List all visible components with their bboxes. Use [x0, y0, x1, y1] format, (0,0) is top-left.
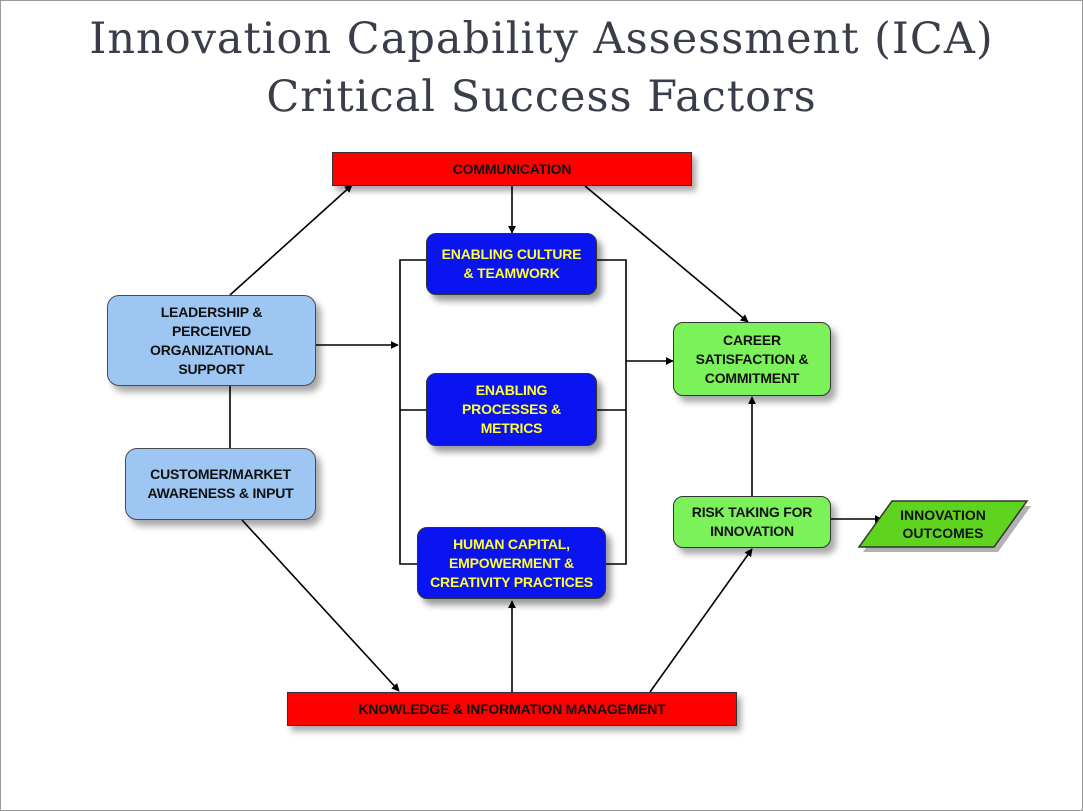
page-title: Innovation Capability Assessment (ICA) C…: [0, 10, 1083, 126]
title-line-2: Critical Success Factors: [266, 72, 817, 122]
career-satisfaction-box: CAREER SATISFACTION & COMMITMENT: [673, 322, 831, 396]
arrow-knowledge-to-risk: [649, 548, 753, 693]
arrow-customer-to-knowledge: [241, 519, 400, 692]
arrow-communication-to-career: [584, 185, 749, 323]
title-line-1: Innovation Capability Assessment (ICA): [89, 14, 994, 64]
arrow-leadership-to-communication: [229, 184, 353, 296]
risk-taking-box: RISK TAKING FOR INNOVATION: [673, 496, 831, 548]
customer-market-box: CUSTOMER/MARKET AWARENESS & INPUT: [125, 448, 316, 520]
right-bracket: [597, 259, 627, 565]
human-capital-box: HUMAN CAPITAL, EMPOWERMENT & CREATIVITY …: [417, 527, 606, 599]
leadership-box: LEADERSHIP & PERCEIVED ORGANIZATIONAL SU…: [107, 295, 316, 386]
left-bracket: [399, 259, 427, 565]
parallelogram-shape: [857, 500, 1031, 552]
enabling-culture-box: ENABLING CULTURE & TEAMWORK: [426, 233, 597, 295]
enabling-processes-box: ENABLING PROCESSES & METRICS: [426, 373, 597, 446]
knowledge-management-box: KNOWLEDGE & INFORMATION MANAGEMENT: [287, 692, 737, 726]
innovation-outcomes-shape: INNOVATION OUTCOMES: [857, 500, 1031, 552]
communication-box: COMMUNICATION: [332, 152, 692, 186]
innovation-outcomes-label: INNOVATION OUTCOMES: [900, 507, 986, 541]
